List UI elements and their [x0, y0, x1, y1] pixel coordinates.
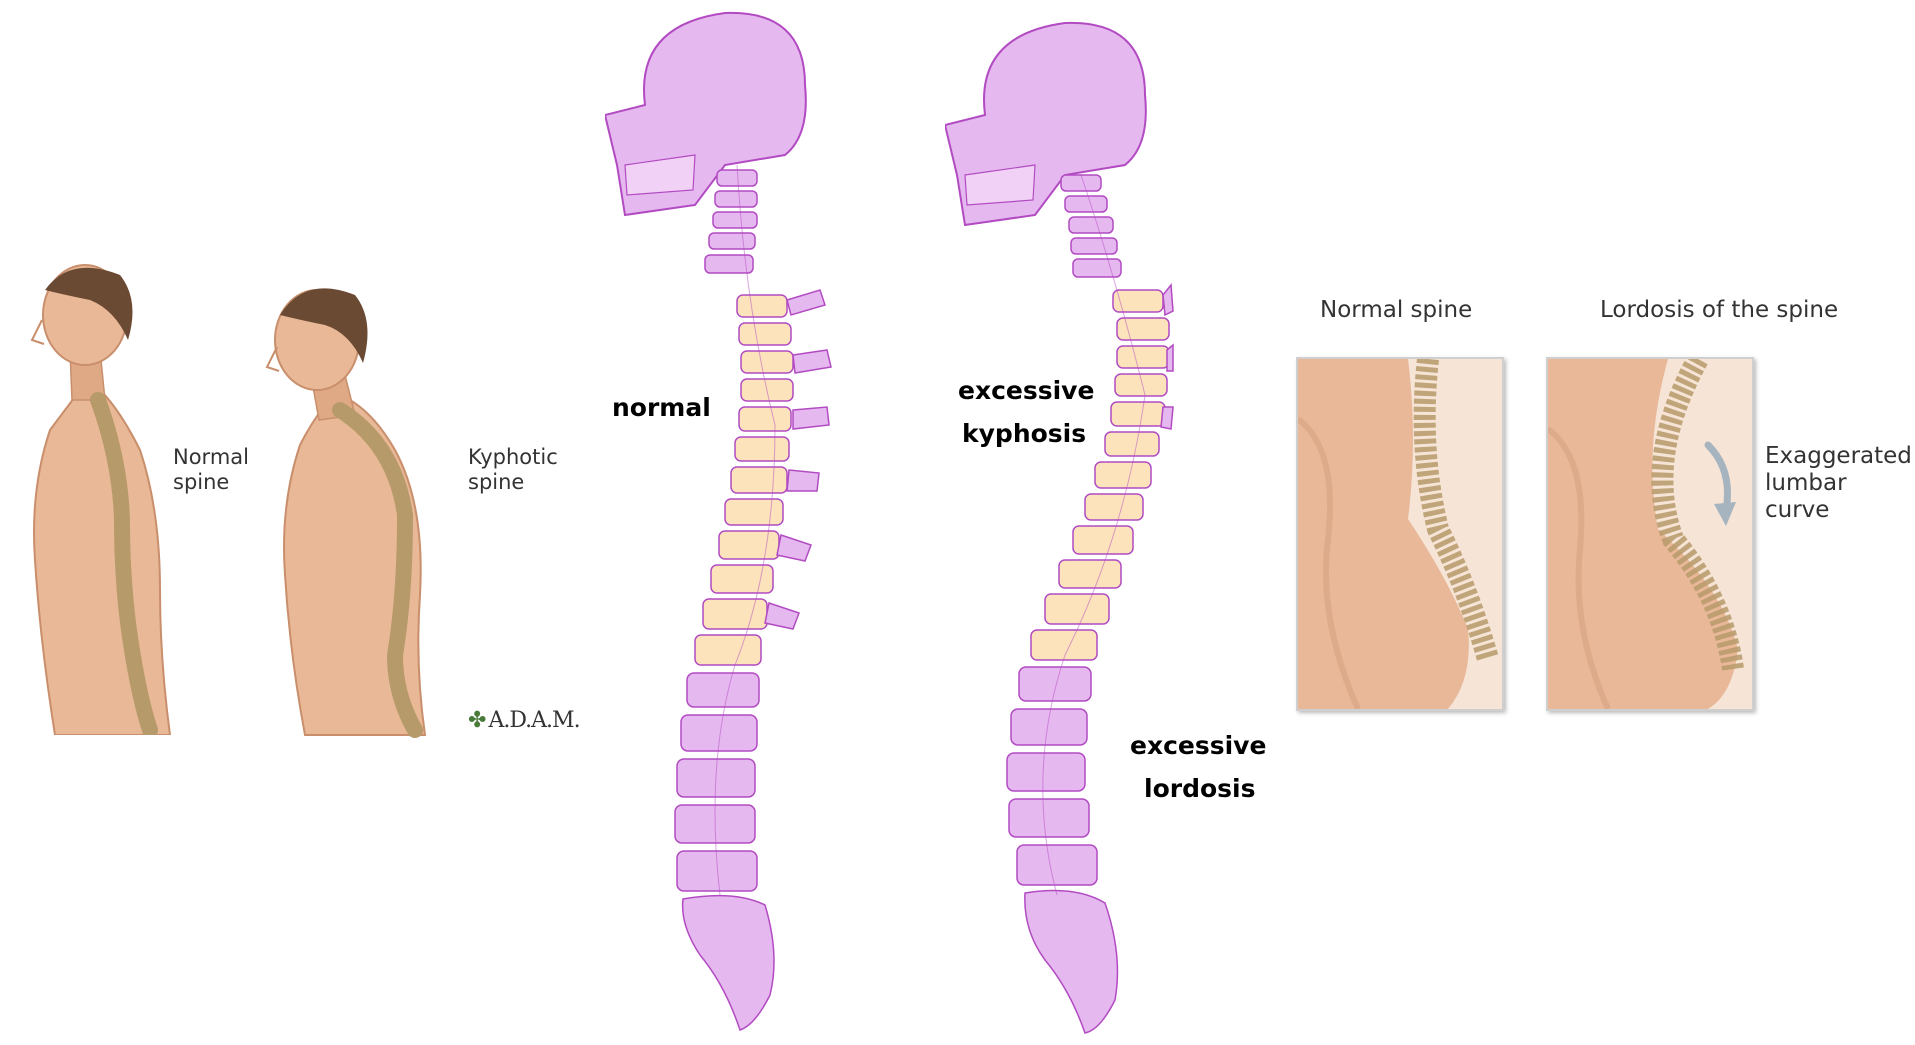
curved-arrow-down-icon [1698, 440, 1738, 530]
abnormal-skeleton-illustration [945, 15, 1175, 1045]
leaf-icon: ✤ [468, 710, 486, 732]
normal-spine-label: Normal spine [173, 445, 249, 495]
excessive-kyphosis-label: excessive kyphosis [958, 370, 1094, 455]
normal-label: normal [612, 393, 711, 422]
lordosis-spine-photo [1546, 357, 1754, 711]
normal-spine-title: Normal spine [1320, 297, 1472, 324]
kyphotic-figure-illustration [255, 275, 455, 750]
kyphosis-comparison-panel: Normal spine Kyphotic spine ✤ A.D.A.M. [0, 260, 600, 740]
excessive-lordosis-label: excessive lordosis [1130, 725, 1266, 810]
lordosis-spine-title: Lordosis of the spine [1600, 297, 1838, 324]
normal-figure-illustration [10, 260, 180, 735]
exaggerated-lumbar-curve-label: Exaggerated lumbar curve [1765, 443, 1912, 524]
normal-skeleton-illustration [605, 5, 835, 1035]
adam-logo: ✤ A.D.A.M. [468, 708, 580, 733]
normal-spine-photo [1296, 357, 1504, 711]
kyphotic-spine-label: Kyphotic spine [468, 445, 558, 495]
